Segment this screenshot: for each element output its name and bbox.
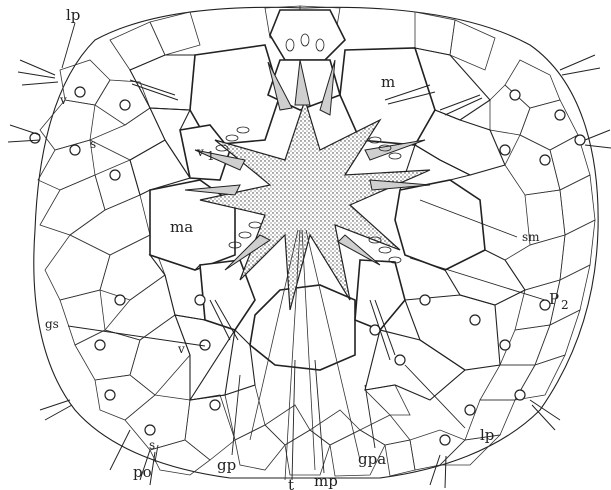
label-p2: P	[549, 290, 559, 308]
label-v-lower: v	[177, 342, 185, 356]
small-plates-bottom	[225, 385, 415, 476]
label-s-left: s	[90, 137, 96, 151]
label-v1-sub: 1	[207, 149, 215, 163]
label-t: t	[288, 476, 294, 490]
label-gp: gp	[217, 456, 236, 474]
label-gs: gs	[45, 317, 59, 331]
label-v-left: v	[59, 93, 67, 107]
label-mp: mp	[314, 472, 338, 490]
label-p2-sub: 2	[561, 298, 569, 312]
label-m: m	[381, 73, 395, 91]
label-ma: ma	[170, 218, 193, 236]
plate-m	[340, 48, 435, 145]
label-v1: v	[196, 145, 204, 159]
label-lp-bottom: lp	[480, 426, 494, 444]
label-lp-top: lp	[66, 6, 80, 24]
label-sm: sm	[522, 230, 540, 244]
plate-lower-centre	[250, 285, 355, 370]
label-gpa: gpa	[358, 450, 386, 468]
plate-lower-right	[355, 260, 405, 330]
label-s-lower: s	[149, 438, 155, 452]
label-po: po	[133, 463, 152, 481]
